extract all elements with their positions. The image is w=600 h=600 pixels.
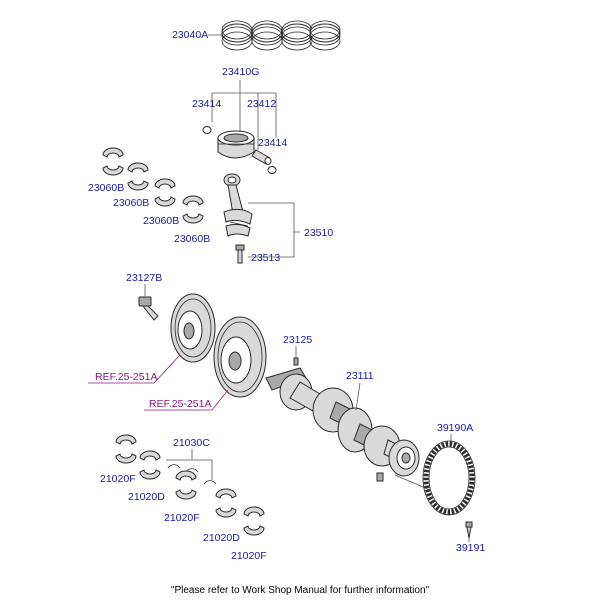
label-21020F-2: 21020F [164, 512, 200, 524]
conrod-bearing-2[interactable] [127, 162, 149, 191]
target-wheel[interactable] [422, 440, 476, 516]
main-bearing-4[interactable] [215, 488, 237, 518]
label-21020F-1: 21020F [100, 473, 136, 485]
target-wheel-bolt[interactable] [465, 521, 473, 539]
main-bearing-5[interactable] [243, 506, 265, 536]
label-21020F-3: 21020F [231, 550, 267, 562]
main-bearing-1[interactable] [115, 434, 137, 464]
label-23412: 23412 [247, 98, 276, 110]
piston[interactable] [217, 130, 255, 159]
label-23060B-1: 23060B [88, 182, 124, 194]
crank-pin[interactable] [293, 357, 299, 366]
main-bearing-2[interactable] [139, 450, 161, 480]
snap-ring-right[interactable] [267, 166, 277, 174]
label-23060B-3: 23060B [143, 215, 179, 227]
label-23060B-4: 23060B [174, 233, 210, 245]
piston-ring-set[interactable] [221, 20, 341, 51]
torsional-damper[interactable] [213, 316, 267, 398]
connecting-rod[interactable] [223, 173, 253, 237]
pulley-bolt[interactable] [138, 296, 159, 321]
snap-ring-left[interactable] [202, 126, 212, 134]
conrod-bolt[interactable] [235, 244, 245, 264]
label-21030C: 21030C [173, 437, 210, 449]
crank-pulley[interactable] [170, 293, 216, 363]
label-21020D-1: 21020D [128, 491, 165, 503]
footer-note: "Please refer to Work Shop Manual for fu… [171, 585, 430, 596]
conrod-bearing-4[interactable] [182, 195, 204, 224]
conrod-bearing-3[interactable] [154, 178, 176, 207]
label-23414-left: 23414 [192, 98, 221, 110]
label-23513: 23513 [251, 252, 280, 264]
label-39190A: 39190A [437, 422, 473, 434]
ref-pulley[interactable]: REF.25-251A [95, 371, 157, 383]
label-23127B: 23127B [126, 272, 162, 284]
piston-pin[interactable] [251, 149, 272, 165]
label-23410G: 23410G [222, 66, 259, 78]
label-39191: 39191 [456, 542, 485, 554]
crankshaft[interactable] [265, 367, 420, 482]
main-bearing-3[interactable] [175, 470, 197, 500]
label-23060B-2: 23060B [113, 197, 149, 209]
conrod-bearing-1[interactable] [102, 147, 124, 176]
label-23111: 23111 [346, 370, 374, 382]
label-23125: 23125 [283, 334, 312, 346]
label-21020D-2: 21020D [203, 532, 240, 544]
label-23510: 23510 [304, 227, 333, 239]
ref-damper[interactable]: REF.25-251A [149, 398, 211, 410]
label-23414-right: 23414 [258, 137, 287, 149]
label-23040A: 23040A [172, 29, 208, 41]
